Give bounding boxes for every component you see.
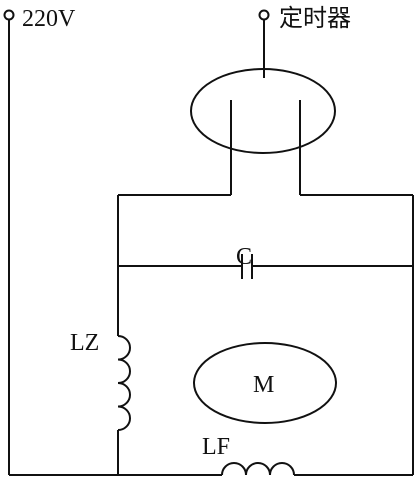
main-coil-lz-icon <box>117 335 131 431</box>
main-coil-label: LZ <box>70 330 99 356</box>
supply-terminal-icon <box>3 9 15 21</box>
supply-voltage-label: 220V <box>22 6 76 32</box>
timer-switch-ellipse <box>190 68 336 154</box>
aux-coil-lf-icon <box>221 462 295 476</box>
aux-coil-label: LF <box>202 434 230 460</box>
capacitor-label: C <box>236 244 252 270</box>
motor-ellipse <box>193 342 337 424</box>
timer-terminal-icon <box>258 9 270 21</box>
motor-label: M <box>253 372 274 398</box>
timer-label: 定时器 <box>279 5 351 32</box>
